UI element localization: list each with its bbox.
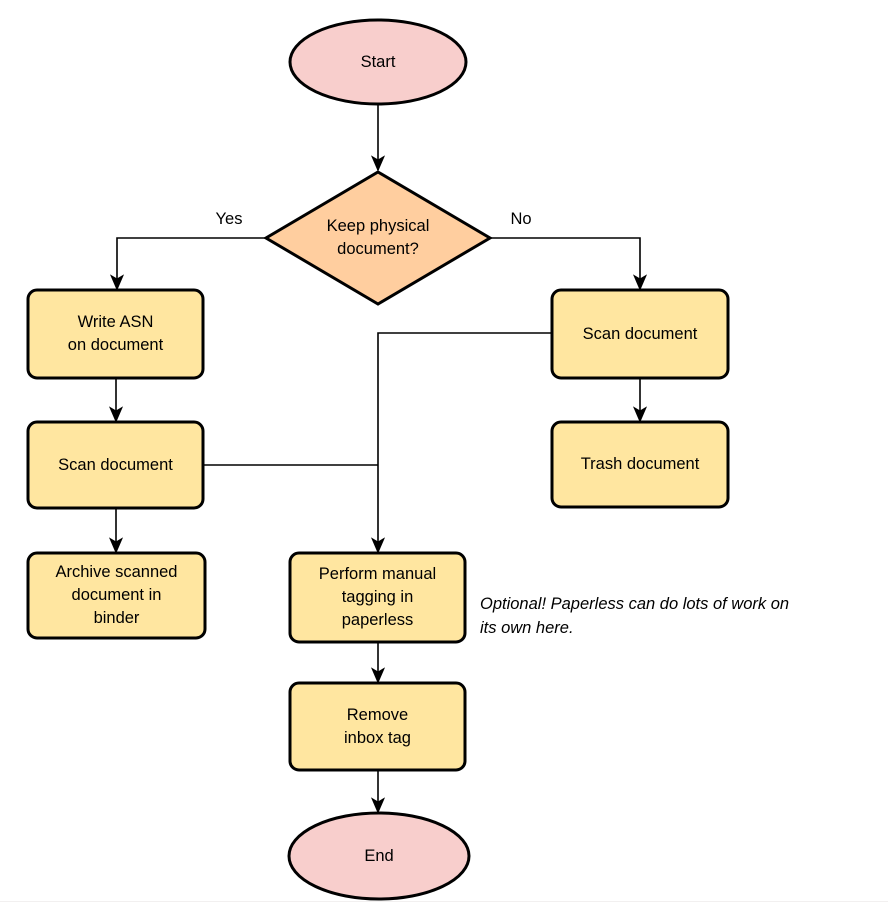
- edge-scan-right-to-perform-tagging: [378, 332, 552, 552]
- edge-decision-no-to-scan-right: [490, 237, 640, 289]
- scan-document-left-box-shape: [26, 420, 205, 510]
- remove-inbox-box-shape: [288, 681, 467, 772]
- optional-annotation: Optional! Paperless can do lots of work …: [480, 595, 790, 637]
- perform-tagging-box-shape: [288, 551, 467, 644]
- decision-diamond-shape: [263, 170, 493, 306]
- trash-box-shape: [550, 420, 730, 509]
- end-terminal-shape: [287, 811, 471, 901]
- edge-decision-yes-to-write-asn: [117, 237, 266, 289]
- scan-document-right-box-shape: [550, 288, 730, 380]
- archive-box-shape: [26, 551, 207, 640]
- page-bottom-divider: [0, 901, 888, 902]
- write-asn-box-shape: [26, 288, 205, 380]
- start-terminal-shape: [288, 18, 468, 106]
